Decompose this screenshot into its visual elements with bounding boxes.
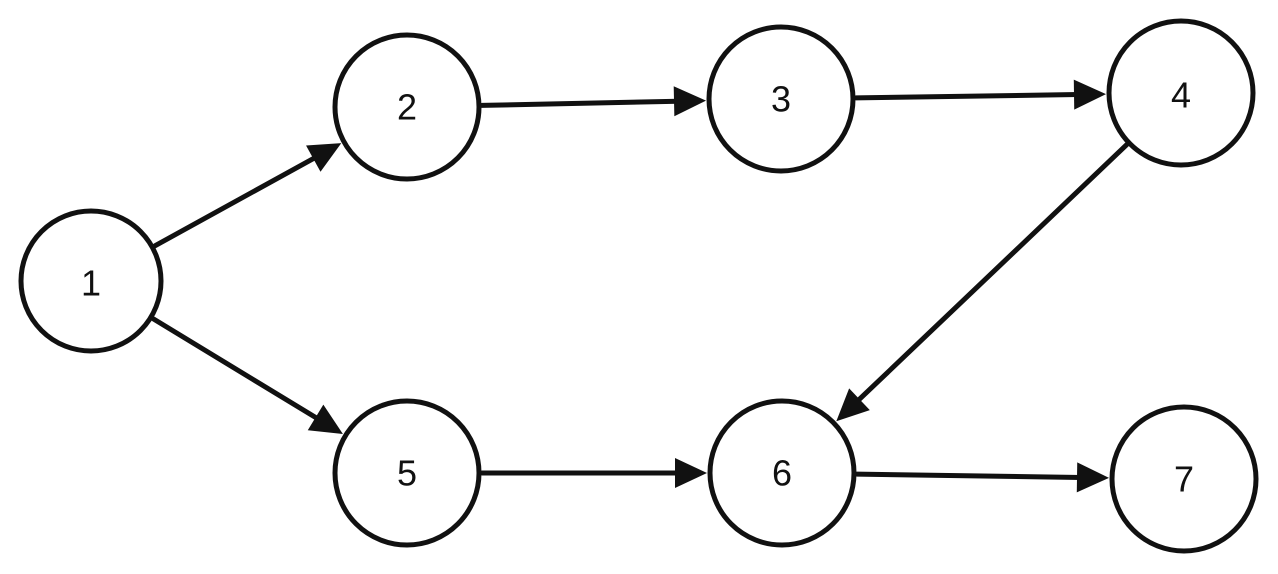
node-2: 2 xyxy=(332,32,482,182)
node-1-circle xyxy=(18,208,164,354)
node-7-circle xyxy=(1109,404,1259,554)
arrowhead-4-to-6 xyxy=(836,388,870,422)
arrowhead-3-to-4 xyxy=(1073,79,1107,110)
node-4-circle xyxy=(1106,18,1256,168)
node-5-circle xyxy=(332,398,482,548)
edge-6-to-7 xyxy=(854,471,1084,480)
arrowhead-6-to-7 xyxy=(1076,462,1110,493)
node-4: 4 xyxy=(1106,18,1256,168)
edge-4-to-6 xyxy=(854,142,1130,405)
node-3-label: 3 xyxy=(771,79,791,120)
edge-3-to-4 xyxy=(853,92,1081,101)
node-5: 5 xyxy=(332,398,482,548)
arrowhead-1-to-2 xyxy=(306,143,342,172)
node-3: 3 xyxy=(706,24,856,174)
arrowhead-1-to-5 xyxy=(307,404,343,435)
node-7-label: 7 xyxy=(1174,459,1194,500)
node-7: 7 xyxy=(1109,404,1259,554)
edge-1-to-5 xyxy=(150,316,322,423)
edge-1-to-2 xyxy=(152,154,320,249)
arrowhead-5-to-6 xyxy=(675,458,707,488)
node-1-label: 1 xyxy=(81,263,101,304)
node-3-circle xyxy=(706,24,856,174)
node-2-circle xyxy=(332,32,482,182)
node-4-label: 4 xyxy=(1171,75,1191,116)
edges-layer xyxy=(150,79,1130,493)
node-2-label: 2 xyxy=(397,87,417,128)
node-6: 6 xyxy=(707,398,857,548)
edge-2-to-3 xyxy=(479,98,681,108)
node-6-label: 6 xyxy=(772,453,792,494)
arrowhead-2-to-3 xyxy=(673,86,707,117)
node-1: 1 xyxy=(18,208,164,354)
node-6-circle xyxy=(707,398,857,548)
node-5-label: 5 xyxy=(397,453,417,494)
